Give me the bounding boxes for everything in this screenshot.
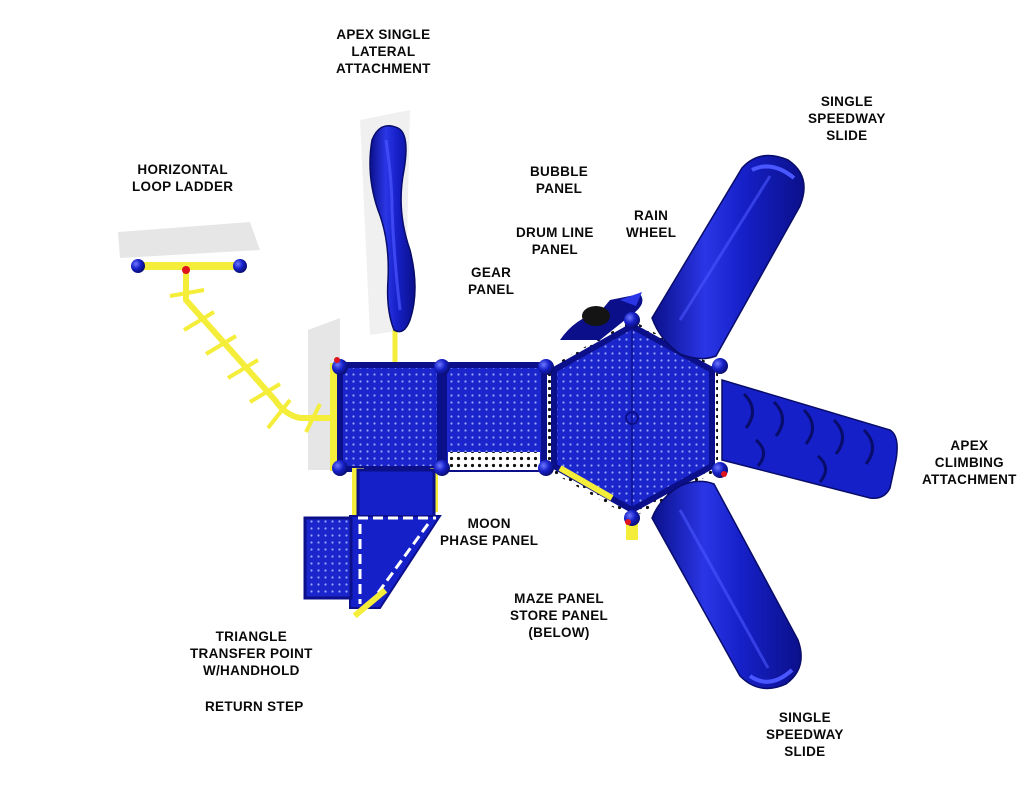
label-line: BUBBLE	[530, 164, 589, 179]
label-horizontal-loop-ladder: HORIZONTAL LOOP LADDER	[132, 161, 233, 195]
label-line: TRIANGLE	[215, 629, 288, 644]
label-gear-panel: GEAR PANEL	[468, 264, 514, 298]
label-line: HORIZONTAL	[137, 162, 228, 177]
label-line: TRANSFER POINT	[190, 646, 313, 661]
label-line: PANEL	[531, 242, 578, 257]
label-line: SLIDE	[826, 128, 868, 143]
return-step	[303, 516, 353, 600]
label-line: LOOP LADDER	[132, 179, 234, 194]
label-drum-line-panel: DRUM LINE PANEL	[516, 224, 594, 258]
label-line: CLIMBING	[934, 455, 1004, 470]
label-line: RETURN STEP	[205, 699, 304, 714]
deck-middle	[441, 362, 547, 472]
label-line: APEX	[950, 438, 989, 453]
label-line: SPEEDWAY	[766, 727, 844, 742]
label-line: ATTACHMENT	[922, 472, 1017, 487]
speedway-slide-bottom	[651, 480, 802, 690]
label-line: PHASE PANEL	[440, 533, 539, 548]
label-return-step: RETURN STEP	[205, 698, 304, 715]
label-rain-wheel: RAIN WHEEL	[626, 207, 676, 241]
label-line: MOON	[467, 516, 511, 531]
label-line: SLIDE	[784, 744, 826, 759]
post-caps	[332, 312, 728, 526]
hex-deck	[548, 320, 718, 540]
apex-climbing-attachment	[721, 378, 898, 500]
speedway-slide-top	[651, 154, 805, 360]
label-moon-phase-panel: MOON PHASE PANEL	[440, 515, 538, 549]
label-line: STORE PANEL	[510, 608, 609, 623]
label-line: (BELOW)	[528, 625, 590, 640]
apex-lateral-attachment	[369, 125, 416, 365]
label-line: GEAR	[471, 265, 512, 280]
label-line: MAZE PANEL	[514, 591, 604, 606]
label-single-speedway-slide-top: SINGLE SPEEDWAY SLIDE	[808, 93, 886, 144]
triangle-transfer-point	[349, 468, 442, 619]
label-line: ATTACHMENT	[336, 61, 431, 76]
label-line: APEX SINGLE	[336, 27, 431, 42]
label-apex-single-lateral-attachment: APEX SINGLE LATERAL ATTACHMENT	[336, 26, 431, 77]
label-line: PANEL	[535, 181, 583, 196]
label-line: SINGLE	[820, 94, 873, 109]
label-maze-store-panel: MAZE PANEL STORE PANEL (BELOW)	[510, 590, 608, 641]
rain-wheel	[560, 292, 643, 340]
label-bubble-panel: BUBBLE PANEL	[530, 163, 588, 197]
label-line: WHEEL	[626, 225, 677, 240]
deck-left	[330, 362, 443, 472]
label-single-speedway-slide-bottom: SINGLE SPEEDWAY SLIDE	[766, 709, 844, 760]
label-line: LATERAL	[351, 44, 416, 59]
label-line: W/HANDHOLD	[202, 663, 300, 678]
label-line: RAIN	[634, 208, 669, 223]
label-line: SPEEDWAY	[808, 111, 886, 126]
label-line: DRUM LINE	[516, 225, 594, 240]
label-line: SINGLE	[778, 710, 831, 725]
label-apex-climbing-attachment: APEX CLIMBING ATTACHMENT	[922, 437, 1017, 488]
horizontal-loop-ladder	[131, 259, 336, 433]
label-line: PANEL	[468, 282, 515, 297]
label-triangle-transfer-point: TRIANGLE TRANSFER POINT W/HANDHOLD	[190, 628, 313, 679]
